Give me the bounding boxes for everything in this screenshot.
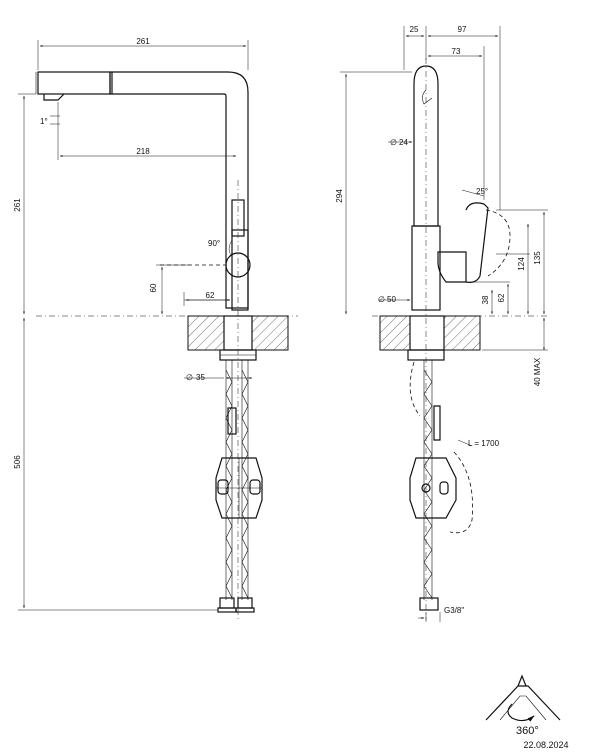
dim-side-depth-1: 25 — [410, 25, 419, 34]
dim-front-height: 261 — [13, 198, 22, 212]
front-spout — [35, 71, 249, 309]
dim-62: 62 — [497, 293, 506, 302]
dim-hole-diameter: 35 — [196, 373, 205, 382]
side-view: 25 97 73 ∅ 24 25° 294 ∅ 50 124 135 38 62… — [335, 25, 548, 622]
dim-side-height: 294 — [335, 189, 344, 203]
dim-handle-height: 60 — [149, 283, 158, 292]
dim-135: 135 — [533, 251, 542, 265]
dim-hose-length-front: 506 — [13, 455, 22, 469]
dim-front-width: 261 — [136, 37, 150, 46]
rotation-360-icon: 360° — [485, 674, 561, 737]
dim-handle-offset: 62 — [206, 291, 215, 300]
diameter-symbol-spout: ∅ — [390, 138, 397, 147]
dim-thread: G3/8" — [444, 606, 464, 615]
dim-124: 124 — [517, 257, 526, 271]
front-dimension-lines — [18, 40, 253, 611]
side-dimension-lines — [340, 26, 548, 622]
diameter-symbol-base: ∅ — [378, 295, 385, 304]
drawing-date: 22.08.2024 — [523, 740, 568, 750]
side-lever — [437, 202, 511, 283]
front-hoses — [215, 360, 263, 613]
side-deck-section — [379, 315, 481, 361]
diameter-symbol: ∅ — [186, 373, 193, 382]
dim-front-reach: 218 — [136, 147, 150, 156]
dim-side-base-diameter: 50 — [387, 295, 396, 304]
front-view: 261 218 1° 261 506 90° 60 62 ∅ 35 — [13, 37, 298, 620]
dim-angle-handle: 90° — [208, 239, 220, 248]
dim-side-depth-2: 97 — [458, 25, 467, 34]
dim-spout-diameter: 24 — [399, 138, 408, 147]
dim-38: 38 — [481, 295, 490, 304]
dim-hose-length: L = 1700 — [468, 439, 500, 448]
dim-angle-tilt: 1° — [40, 117, 48, 126]
dim-max-thickness: 40 MAX — [533, 357, 542, 386]
side-hoses — [409, 360, 473, 611]
dim-lever-angle: 25° — [476, 187, 488, 196]
dim-side-depth-3: 73 — [452, 47, 461, 56]
rotation-label: 360° — [516, 725, 539, 737]
